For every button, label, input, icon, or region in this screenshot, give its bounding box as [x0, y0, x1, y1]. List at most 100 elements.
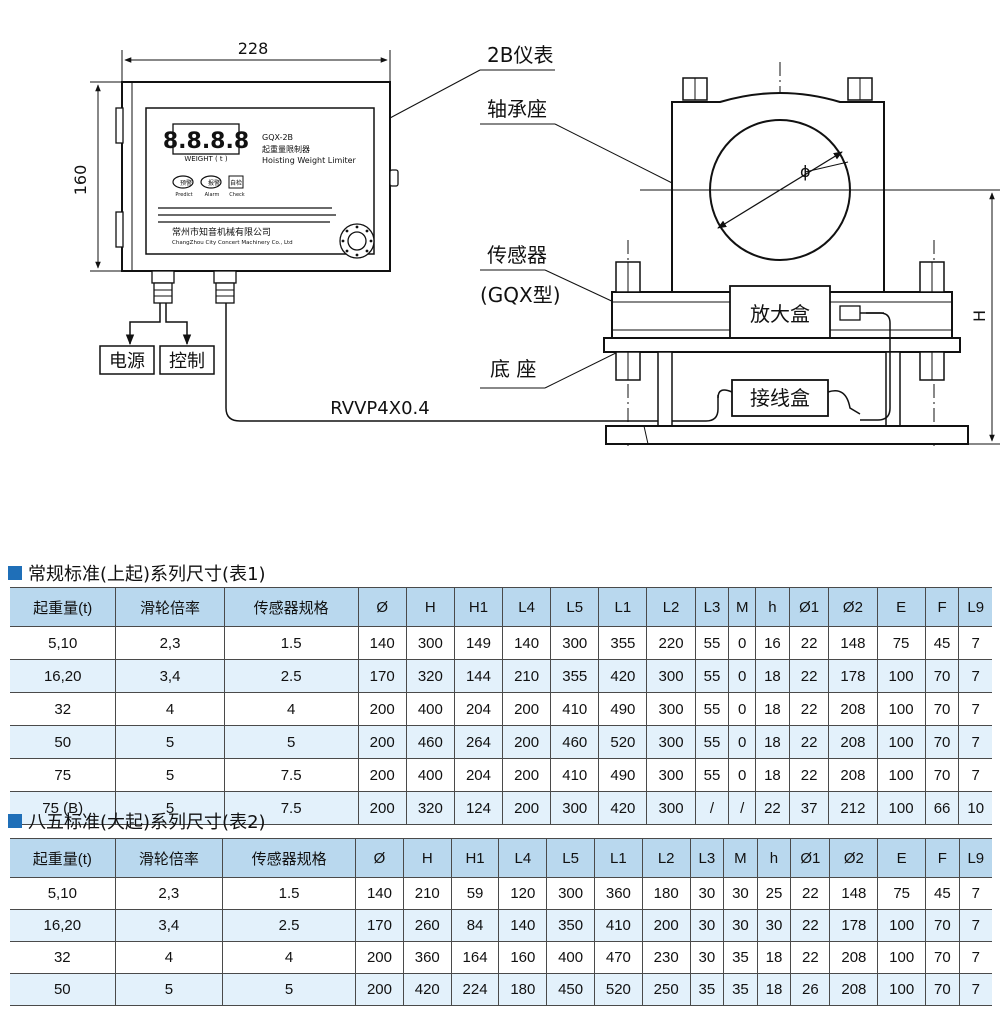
table-cell: 200: [357, 758, 407, 792]
table-cell: 55: [694, 725, 730, 759]
table-cell: 210: [502, 659, 552, 693]
table-cell: 50: [10, 973, 116, 1006]
table-cell: 35: [689, 973, 725, 1006]
alarm-button[interactable]: 报警 Alarm: [200, 175, 222, 198]
table-cell: 0: [728, 725, 757, 759]
table-cell: 4: [223, 692, 359, 726]
dim-height-label: 160: [71, 165, 90, 196]
column-header: 滑轮倍率: [114, 838, 224, 878]
table-cell: 3,4: [115, 659, 225, 693]
column-header: F: [924, 587, 960, 627]
cable-gland-left: [151, 270, 175, 304]
table-cell: 70: [924, 692, 960, 726]
label-meter: 2B仪表: [487, 43, 553, 67]
table-cell: 2.5: [223, 659, 359, 693]
column-header: Ø1: [788, 587, 830, 627]
table-cell: 460: [550, 725, 600, 759]
bullet-square-icon: [8, 566, 22, 580]
table-cell: 100: [876, 758, 926, 792]
table-cell: 2,3: [114, 877, 224, 910]
cable-gland-right: [213, 270, 237, 304]
table-cell: 45: [925, 877, 960, 910]
column-header: 传感器规格: [222, 838, 357, 878]
column-header: H1: [453, 587, 504, 627]
column-header: Ø: [357, 587, 407, 627]
table-cell: 10: [958, 791, 992, 825]
table-cell: 7: [958, 626, 992, 660]
table-cell: 30: [723, 877, 758, 910]
table-cell: 320: [405, 791, 455, 825]
table-cell: 18: [756, 941, 792, 974]
meter-knob[interactable]: [339, 223, 375, 259]
table-cell: 5: [115, 725, 225, 759]
table-cell: 7.5: [223, 758, 359, 792]
predict-button[interactable]: 预警 Predict: [172, 175, 194, 198]
table-cell: 420: [598, 659, 648, 693]
table-cell: 208: [828, 725, 878, 759]
table-cell: 100: [876, 659, 926, 693]
table-cell: 30: [723, 909, 758, 942]
table-cell: 84: [450, 909, 500, 942]
table-cell: 7: [958, 758, 992, 792]
table-cell: 5: [223, 725, 359, 759]
column-header: 起重量(t): [10, 587, 117, 627]
table-cell: 140: [357, 626, 407, 660]
table-cell: 200: [502, 725, 552, 759]
column-header: h: [756, 838, 792, 878]
column-header: L2: [646, 587, 696, 627]
table-cell: 178: [829, 909, 879, 942]
column-header: H: [402, 838, 452, 878]
table-cell: 300: [550, 626, 600, 660]
column-header: L5: [546, 838, 595, 878]
table-cell: 30: [756, 909, 792, 942]
column-header: L5: [550, 587, 600, 627]
svg-text:报警: 报警: [208, 179, 220, 187]
bullet-square-icon: [8, 814, 22, 828]
table-cell: 55: [694, 692, 730, 726]
table-cell: 66: [924, 791, 960, 825]
table-cell: 22: [788, 659, 830, 693]
table-cell: 22: [790, 909, 831, 942]
table-cell: 180: [498, 973, 548, 1006]
signal-cable: [225, 303, 719, 422]
table-cell: 75 (B): [10, 791, 117, 825]
column-header: L1: [598, 587, 648, 627]
table-cell: 0: [728, 659, 757, 693]
svg-text:接线盒: 接线盒: [750, 386, 810, 410]
table-cell: 300: [646, 692, 696, 726]
table-cell: 100: [877, 941, 927, 974]
table-cell: 400: [405, 692, 455, 726]
column-header: Ø: [355, 838, 404, 878]
column-header: Ø2: [829, 838, 879, 878]
table-cell: 5: [115, 758, 225, 792]
table-cell: 144: [453, 659, 504, 693]
svg-text:Check: Check: [229, 192, 244, 198]
table-cell: 100: [877, 909, 927, 942]
check-button[interactable]: 自检 Check: [228, 175, 245, 198]
table-cell: 164: [450, 941, 500, 974]
svg-text:Hoisting Weight Limiter: Hoisting Weight Limiter: [262, 156, 357, 165]
table-cell: 420: [402, 973, 452, 1006]
table-cell: 148: [828, 626, 878, 660]
table-cell: 75: [876, 626, 926, 660]
table-cell: 100: [876, 692, 926, 726]
table-cell: 70: [924, 659, 960, 693]
junction-box: [731, 379, 829, 417]
table-cell: 18: [755, 692, 790, 726]
table-cell: 22: [788, 725, 830, 759]
table-cell: 22: [788, 758, 830, 792]
table-cell: 5: [114, 973, 224, 1006]
table-cell: 180: [641, 877, 691, 910]
column-header: L4: [498, 838, 548, 878]
table-cell: 18: [755, 758, 790, 792]
table-cell: 140: [355, 877, 404, 910]
table-cell: 220: [646, 626, 696, 660]
table-cell: 160: [498, 941, 548, 974]
table-cell: 22: [788, 626, 830, 660]
table-cell: 7: [958, 941, 992, 974]
table-cell: 450: [546, 973, 595, 1006]
table-cell: 7: [958, 659, 992, 693]
